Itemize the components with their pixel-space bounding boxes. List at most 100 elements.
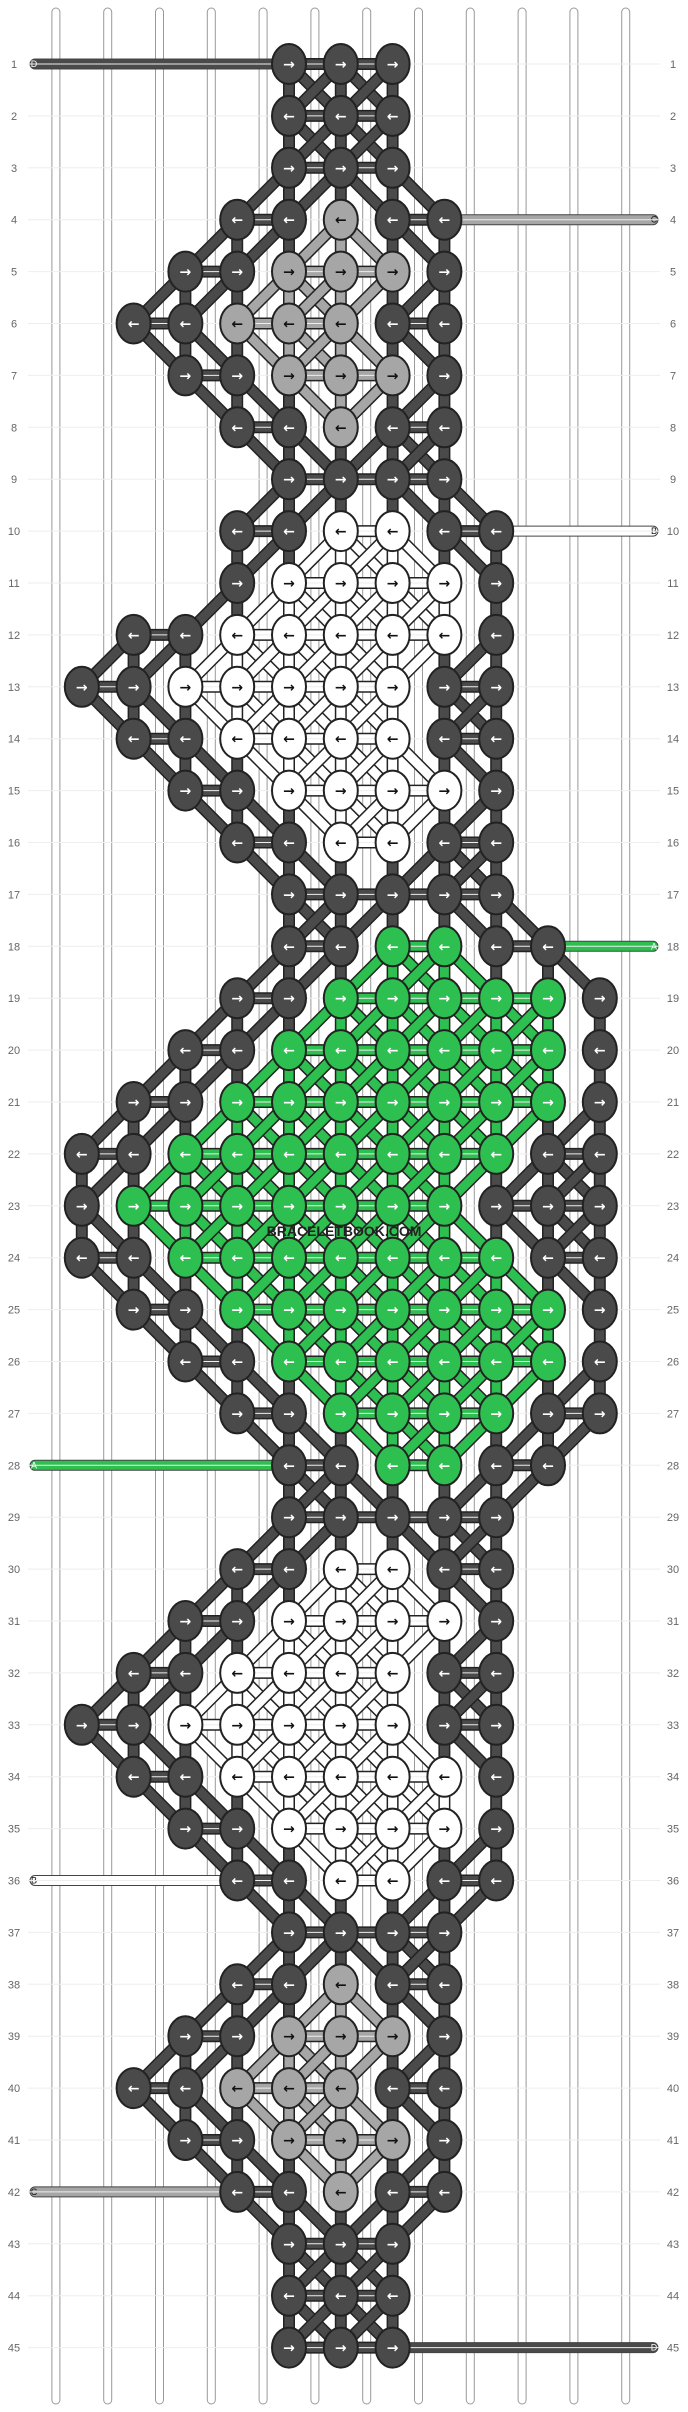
knot-r1-c7: → — [374, 43, 411, 85]
arrow-right-icon: → — [335, 1822, 347, 1838]
row-number-right: 35 — [667, 1824, 679, 1836]
knot-r24-c3: ← — [167, 1236, 204, 1279]
arrow-left-icon: ← — [283, 1355, 295, 1371]
knot-r28-c8: ← — [426, 1444, 463, 1487]
arrow-left-icon: ← — [542, 1043, 554, 1059]
arrow-right-icon: → — [439, 2133, 451, 2149]
knot-r19-c7: → — [374, 977, 411, 1020]
arrow-right-icon: → — [231, 2029, 243, 2045]
arrow-left-icon: ← — [335, 1666, 347, 1682]
arrow-left-icon: ← — [387, 1770, 399, 1786]
knot-r19-c9: → — [478, 977, 515, 1020]
arrow-right-icon: → — [283, 2133, 295, 2149]
knot-r39-c4: → — [219, 2015, 256, 2058]
knot-r27-c6: → — [322, 1392, 359, 1435]
knot-r38-c7: ← — [374, 1963, 411, 2006]
row-number-left: 32 — [8, 1668, 20, 1680]
arrow-right-icon: → — [335, 1614, 347, 1630]
arrow-left-icon: ← — [335, 1874, 347, 1890]
knot-r24-c4: ← — [219, 1236, 256, 1279]
knot-r20-c10: ← — [530, 1029, 566, 1072]
knot-r15-c4: → — [219, 769, 256, 812]
knot-r34-c9: ← — [478, 1755, 515, 1798]
arrow-left-icon: ← — [335, 2289, 347, 2305]
knot-r14-c5: ← — [271, 717, 307, 760]
knot-r17-c5: → — [271, 873, 307, 916]
arrow-right-icon: → — [283, 784, 295, 800]
row-number-right: 14 — [667, 734, 679, 746]
arrow-right-icon: → — [594, 991, 606, 1007]
arrow-right-icon: → — [387, 161, 399, 177]
arrow-right-icon: → — [594, 1303, 606, 1319]
knot-r17-c9: → — [478, 873, 515, 916]
arrow-right-icon: → — [335, 1095, 347, 1111]
knot-r39-c6: → — [322, 2015, 359, 2058]
knot-r24-c7: ← — [374, 1236, 411, 1279]
arrow-left-icon: ← — [439, 1977, 451, 1993]
row-number-right: 39 — [667, 2031, 679, 2043]
row-number-right: 24 — [667, 1253, 679, 1265]
arrow-left-icon: ← — [490, 1043, 502, 1059]
arrow-left-icon: ← — [231, 524, 243, 540]
arrow-right-icon: → — [387, 1095, 399, 1111]
arrow-right-icon: → — [128, 1718, 140, 1734]
arrow-left-icon: ← — [490, 836, 502, 852]
knot-r41-c3: → — [167, 2119, 204, 2161]
arrow-left-icon: ← — [128, 628, 140, 644]
row-number-right: 37 — [667, 1927, 679, 1939]
arrow-right-icon: → — [231, 784, 243, 800]
knot-r32-c7: ← — [374, 1651, 411, 1694]
arrow-left-icon: ← — [439, 1770, 451, 1786]
arrow-right-icon: → — [387, 991, 399, 1007]
knot-r31-c8: → — [426, 1600, 463, 1642]
arrow-left-icon: ← — [231, 1770, 243, 1786]
arrow-left-icon: ← — [283, 1977, 295, 1993]
arrow-left-icon: ← — [387, 732, 399, 748]
arrow-right-icon: → — [335, 265, 347, 281]
arrow-left-icon: ← — [490, 1147, 502, 1163]
knot-r25-c7: → — [374, 1288, 411, 1331]
knot-r23-c2: → — [115, 1184, 152, 1227]
row-number-left: 37 — [8, 1927, 20, 1939]
knot-r30-c8: ← — [426, 1548, 463, 1591]
knot-r22-c7: ← — [374, 1132, 411, 1175]
knot-r11-c8: → — [426, 562, 463, 604]
row-number-left: 17 — [8, 889, 20, 901]
knot-r36-c8: ← — [426, 1859, 463, 1902]
arrow-right-icon: → — [335, 1303, 347, 1319]
row-number-left: 33 — [8, 1720, 20, 1732]
arrow-left-icon: ← — [387, 1251, 399, 1267]
knot-r25-c9: → — [478, 1288, 515, 1331]
arrow-left-icon: ← — [335, 1147, 347, 1163]
row-number-right: 31 — [667, 1616, 679, 1628]
arrow-left-icon: ← — [594, 1251, 606, 1267]
knot-r39-c3: → — [167, 2015, 204, 2058]
row-number-left: 28 — [8, 1460, 20, 1472]
knot-r13-c6: → — [322, 665, 359, 708]
knots-layer: → → → ← ← ← → → → ← ← ← ← ← → → → → → → ← ← ← ← ← ← ← → → → → → → ← ← ← ← ← → →… — [63, 43, 618, 2369]
row-number-left: 23 — [8, 1201, 20, 1213]
arrow-left-icon: ← — [231, 1874, 243, 1890]
arrow-left-icon: ← — [490, 732, 502, 748]
knot-r25-c5: → — [271, 1288, 307, 1331]
arrow-right-icon: → — [231, 1718, 243, 1734]
arrow-left-icon: ← — [387, 524, 399, 540]
knot-r7-c6: → — [322, 354, 359, 397]
knot-r41-c5: → — [271, 2119, 307, 2161]
knot-r40-c5: ← — [271, 2067, 307, 2110]
knot-r10-c8: ← — [426, 510, 463, 553]
arrow-left-icon: ← — [387, 939, 399, 955]
arrow-right-icon: → — [439, 1406, 451, 1422]
knot-r16-c7: ← — [374, 821, 411, 864]
arrow-left-icon: ← — [490, 939, 502, 955]
knot-r45-c7: → — [374, 2326, 411, 2369]
arrow-right-icon: → — [439, 1199, 451, 1215]
knot-r28-c9: ← — [478, 1444, 515, 1487]
knot-r7-c8: → — [426, 354, 463, 397]
knot-r42-c5: ← — [271, 2170, 307, 2213]
knot-r21-c9: → — [478, 1081, 515, 1123]
arrow-right-icon: → — [283, 368, 295, 384]
knot-r18-c5: ← — [271, 925, 307, 968]
row-number-left: 36 — [8, 1876, 20, 1888]
knot-r26-c6: ← — [322, 1340, 359, 1383]
